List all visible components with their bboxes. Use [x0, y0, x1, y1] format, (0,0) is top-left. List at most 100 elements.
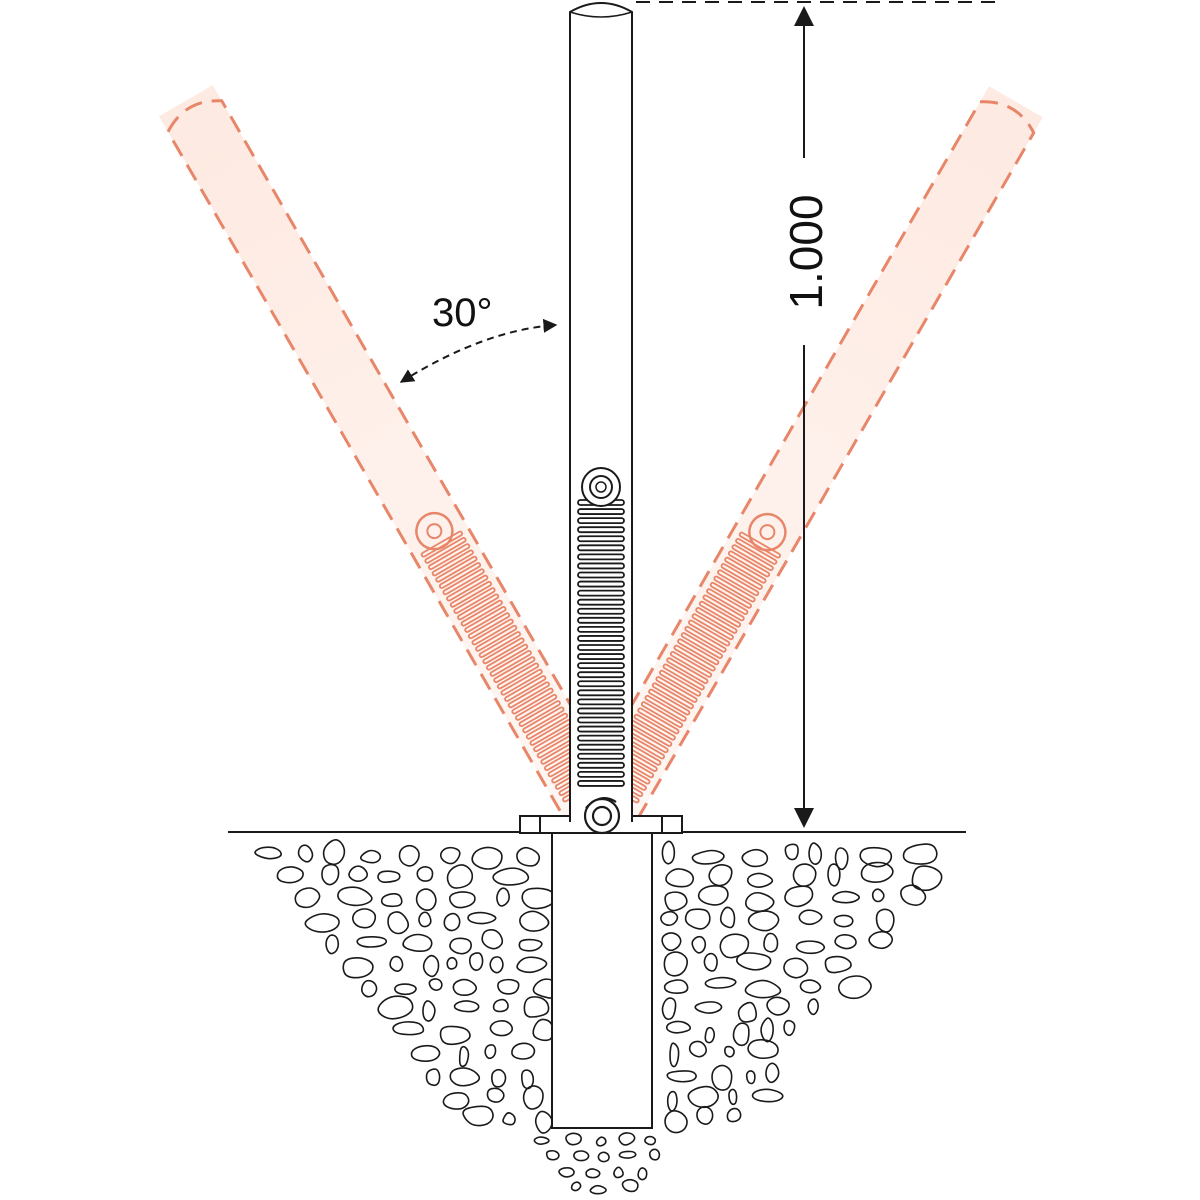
spring-coil [727, 550, 771, 578]
stone [688, 1040, 707, 1058]
stone [744, 891, 775, 913]
spring-coil [577, 607, 625, 615]
stone [648, 1148, 661, 1161]
stone [664, 891, 688, 912]
upright-post [569, 2, 633, 822]
stone [618, 1132, 636, 1146]
spring-coil [577, 589, 625, 597]
stone [684, 908, 711, 930]
stone [792, 863, 817, 888]
spring-coil [577, 644, 625, 651]
stone [492, 867, 530, 886]
spring-coil [577, 553, 625, 561]
stone [665, 868, 695, 888]
stone [416, 866, 434, 882]
stone [573, 1150, 590, 1162]
stone [597, 1151, 610, 1163]
stone [453, 1000, 480, 1013]
stone [871, 888, 885, 903]
spring-coil [577, 616, 625, 624]
spring-coil [577, 780, 625, 787]
spring-coil [577, 508, 625, 515]
stone [719, 906, 736, 929]
spring-coil [633, 713, 676, 741]
spring-coil [662, 663, 705, 691]
spring-coil [577, 743, 625, 751]
spring-coil [493, 656, 536, 684]
stone [532, 1018, 554, 1042]
stone [795, 940, 826, 955]
stone [439, 1025, 471, 1046]
stone [745, 1070, 756, 1085]
stone [833, 914, 854, 928]
spring-coil [577, 761, 625, 769]
stone [860, 861, 894, 884]
spring-coil [706, 588, 749, 616]
angle-label: 30° [432, 291, 493, 335]
stone [387, 911, 410, 935]
spring-coil [713, 575, 756, 603]
stone [565, 1132, 582, 1146]
spring-coil [648, 688, 691, 716]
stone [468, 952, 484, 971]
spring-coil [577, 671, 625, 679]
stone [726, 1107, 742, 1123]
stone [422, 1000, 436, 1022]
spring-coil [691, 613, 734, 641]
spring-coil [577, 716, 625, 724]
ground-sleeve [551, 831, 653, 1129]
stone [570, 1181, 582, 1192]
spring-coil [577, 707, 625, 715]
stone [425, 1068, 441, 1087]
stone [784, 843, 799, 861]
spring-coil [446, 574, 489, 602]
stone [496, 887, 510, 907]
stone [449, 937, 473, 955]
stone [724, 1045, 735, 1058]
spring-coil [577, 698, 625, 706]
stone [443, 912, 461, 932]
stone [765, 1062, 780, 1084]
stone [666, 1070, 697, 1083]
spring-coil [724, 556, 767, 584]
stone [834, 934, 857, 950]
stone [618, 1150, 637, 1159]
stone [449, 1067, 481, 1087]
stone [337, 886, 373, 907]
stone [808, 842, 823, 865]
stone [351, 908, 377, 929]
stone [402, 933, 433, 953]
stone [422, 954, 440, 978]
stone [824, 955, 852, 974]
stone [497, 978, 520, 995]
spring-coil [577, 517, 625, 525]
stone [746, 872, 774, 888]
spring-coil [525, 712, 569, 740]
stone [613, 1166, 624, 1179]
stone [322, 839, 346, 866]
height-dimension [636, 1, 996, 828]
stone [518, 938, 543, 952]
stone [687, 1085, 719, 1109]
spring-coil [717, 569, 760, 597]
spring-coil [522, 706, 565, 734]
spring-coil [577, 689, 625, 697]
spring-coil [464, 606, 507, 633]
stone [760, 1017, 774, 1043]
stone [523, 996, 550, 1018]
stone [661, 840, 676, 865]
stone [418, 911, 432, 928]
spring-coil [731, 544, 774, 572]
spring-coil [471, 618, 514, 646]
spring-coil [511, 687, 554, 715]
stone [481, 928, 504, 950]
spring-coil [702, 594, 745, 622]
stone [900, 884, 927, 906]
stone [644, 1135, 657, 1146]
stone [666, 1090, 678, 1112]
spring-coil [496, 662, 540, 690]
stone [747, 910, 780, 932]
stone [446, 864, 474, 889]
stone [663, 951, 689, 977]
